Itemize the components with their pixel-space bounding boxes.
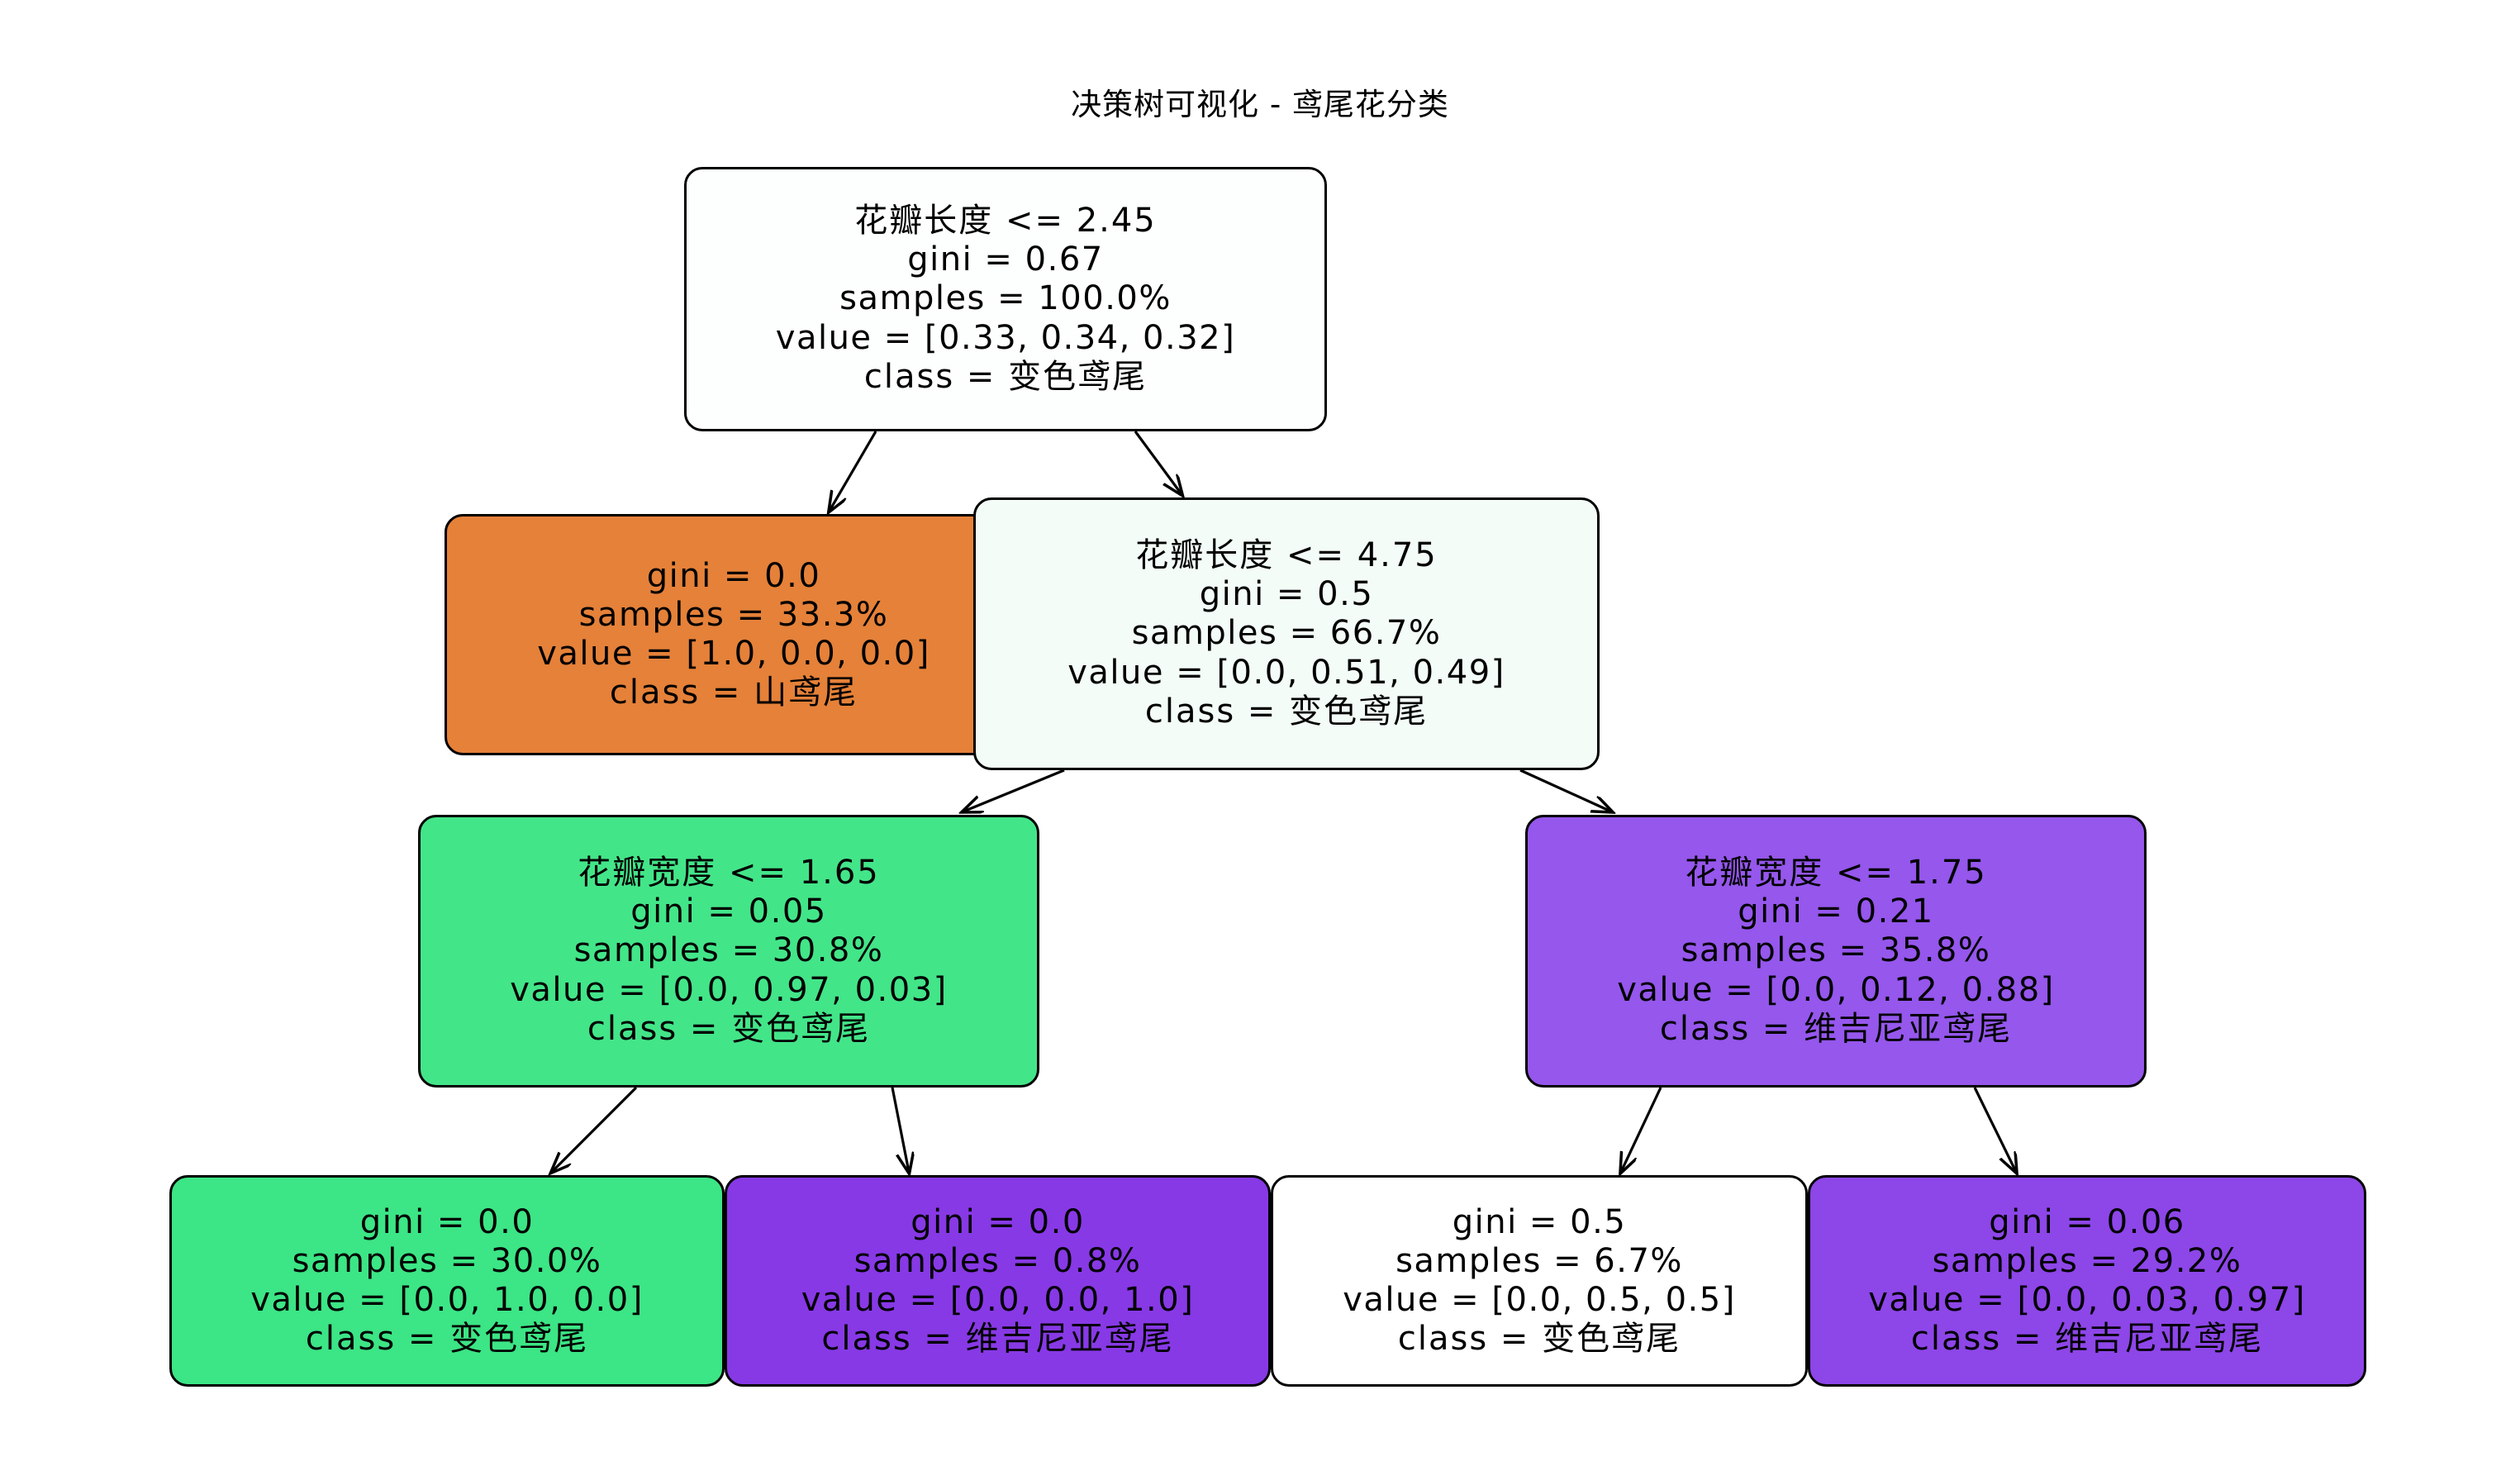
tree-edge-n3-n6 — [891, 1087, 909, 1172]
tree-edge-n2-n3 — [963, 769, 1065, 812]
node-line: value = [0.0, 1.0, 0.0] — [250, 1281, 644, 1319]
node-line: samples = 35.8% — [1681, 931, 1991, 970]
node-line: gini = 0.0 — [646, 556, 821, 595]
node-line: class = 维吉尼亚鸢尾 — [1659, 1009, 2013, 1048]
node-line: 花瓣长度 <= 4.75 — [1135, 536, 1438, 575]
tree-edge-n2-n4 — [1519, 769, 1611, 812]
node-line: value = [0.0, 0.5, 0.5] — [1343, 1281, 1736, 1319]
node-line: samples = 0.8% — [853, 1241, 1142, 1280]
tree-edge-n4-n8 — [1973, 1087, 2016, 1172]
node-line: gini = 0.5 — [1199, 575, 1374, 614]
node-line: value = [0.0, 0.51, 0.49] — [1067, 653, 1505, 692]
node-line: class = 变色鸢尾 — [587, 1009, 871, 1048]
node-line: gini = 0.05 — [630, 892, 827, 931]
node-line: gini = 0.0 — [359, 1202, 535, 1241]
node-line: samples = 66.7% — [1131, 614, 1442, 653]
node-line: 花瓣宽度 <= 1.75 — [1685, 854, 1987, 892]
node-line: 花瓣长度 <= 2.45 — [854, 202, 1157, 240]
node-line: value = [0.0, 0.12, 0.88] — [1617, 970, 2055, 1009]
node-line: class = 变色鸢尾 — [1397, 1320, 1681, 1359]
node-line: class = 变色鸢尾 — [863, 357, 1148, 396]
node-line: value = [1.0, 0.0, 0.0] — [537, 635, 930, 673]
node-line: class = 变色鸢尾 — [1144, 692, 1429, 731]
node-line: samples = 6.7% — [1396, 1241, 1683, 1280]
node-line: value = [0.33, 0.34, 0.32] — [775, 318, 1236, 357]
node-line: samples = 29.2% — [1932, 1241, 2242, 1280]
node-line: samples = 30.0% — [292, 1241, 602, 1280]
tree-edge-n4-n7 — [1621, 1087, 1662, 1172]
page-title: 决策树可视化 - 鸢尾花分类 — [1071, 87, 1449, 122]
node-line: gini = 0.5 — [1452, 1202, 1627, 1241]
node-line: class = 山鸢尾 — [609, 674, 858, 712]
node-line: class = 维吉尼亚鸢尾 — [1910, 1320, 2264, 1359]
node-line: gini = 0.67 — [907, 240, 1104, 279]
node-line: gini = 0.0 — [911, 1202, 1085, 1241]
node-line: value = [0.0, 0.03, 0.97] — [1868, 1281, 2306, 1319]
node-line: class = 维吉尼亚鸢尾 — [821, 1320, 1174, 1359]
tree-edge-n0-n2 — [1134, 431, 1182, 494]
node-line: value = [0.0, 0.97, 0.03] — [510, 970, 948, 1009]
node-line: gini = 0.21 — [1738, 892, 1934, 931]
node-line: samples = 100.0% — [839, 279, 1172, 318]
tree-edge-n3-n5 — [552, 1086, 638, 1172]
node-line: samples = 33.3% — [578, 595, 889, 634]
node-line: class = 变色鸢尾 — [305, 1320, 589, 1359]
node-line: gini = 0.06 — [1989, 1202, 2185, 1241]
node-line: value = [0.0, 0.0, 1.0] — [801, 1281, 1195, 1319]
node-line: samples = 30.8% — [573, 931, 884, 970]
tree-edge-n0-n1 — [830, 431, 877, 511]
node-line: 花瓣宽度 <= 1.65 — [578, 854, 880, 892]
